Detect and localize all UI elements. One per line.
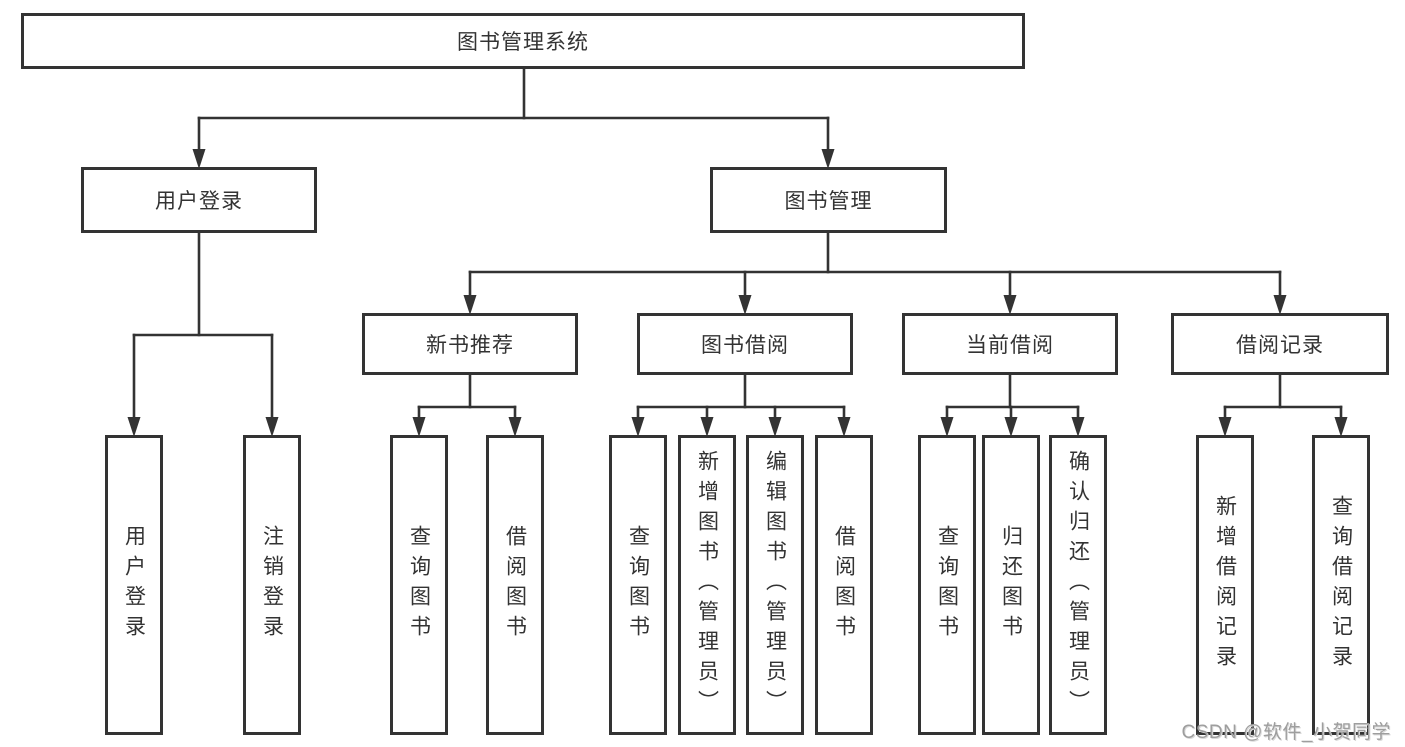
leaf-label: 编辑图书（管理员） [763,450,787,720]
leaf-label: 归还图书 [999,525,1023,645]
node-user-login: 用户登录 [81,167,317,233]
leaf-edit-books-admin: 编辑图书（管理员） [746,435,804,735]
leaf-label: 查询图书 [626,525,650,645]
node-root-system: 图书管理系统 [21,13,1025,69]
csdn-watermark: CSDN @软件_小贺同学 [1181,722,1391,743]
leaf-return-books: 归还图书 [982,435,1040,735]
leaf-label: 确认归还（管理员） [1066,450,1090,720]
node-book-management: 图书管理 [710,167,947,233]
node-book-borrowing: 图书借阅 [637,313,853,375]
leaf-borrow-books-recommend: 借阅图书 [486,435,544,735]
leaf-query-borrow-record: 查询借阅记录 [1312,435,1370,735]
node-borrowing-records: 借阅记录 [1171,313,1389,375]
leaf-label: 用户登录 [122,525,146,645]
leaf-label: 新增借阅记录 [1213,495,1237,675]
node-label: 图书管理系统 [457,31,589,54]
node-label: 图书管理 [784,190,873,213]
leaf-label: 新增图书（管理员） [695,450,719,720]
leaf-label: 查询借阅记录 [1329,495,1353,675]
node-current-borrowing: 当前借阅 [902,313,1118,375]
leaf-add-borrow-record: 新增借阅记录 [1196,435,1254,735]
node-label: 借阅记录 [1236,334,1324,357]
leaf-label: 借阅图书 [832,525,856,645]
leaf-label: 注销登录 [260,525,284,645]
leaf-label: 查询图书 [935,525,959,645]
leaf-label: 借阅图书 [503,525,527,645]
arrowhead-icons [127,149,1348,437]
leaf-label: 查询图书 [407,525,431,645]
leaf-confirm-return-admin: 确认归还（管理员） [1049,435,1107,735]
node-label: 用户登录 [155,190,243,213]
leaf-query-books-recommend: 查询图书 [390,435,448,735]
node-label: 当前借阅 [966,334,1054,357]
node-new-book-recommend: 新书推荐 [362,313,578,375]
node-label: 新书推荐 [426,334,514,357]
leaf-borrow-books: 借阅图书 [815,435,873,735]
leaf-user-login: 用户登录 [105,435,163,735]
leaf-query-books-current: 查询图书 [918,435,976,735]
node-label: 图书借阅 [701,334,789,357]
leaf-query-books-borrow: 查询图书 [609,435,667,735]
leaf-logout: 注销登录 [243,435,301,735]
leaf-add-books-admin: 新增图书（管理员） [678,435,736,735]
